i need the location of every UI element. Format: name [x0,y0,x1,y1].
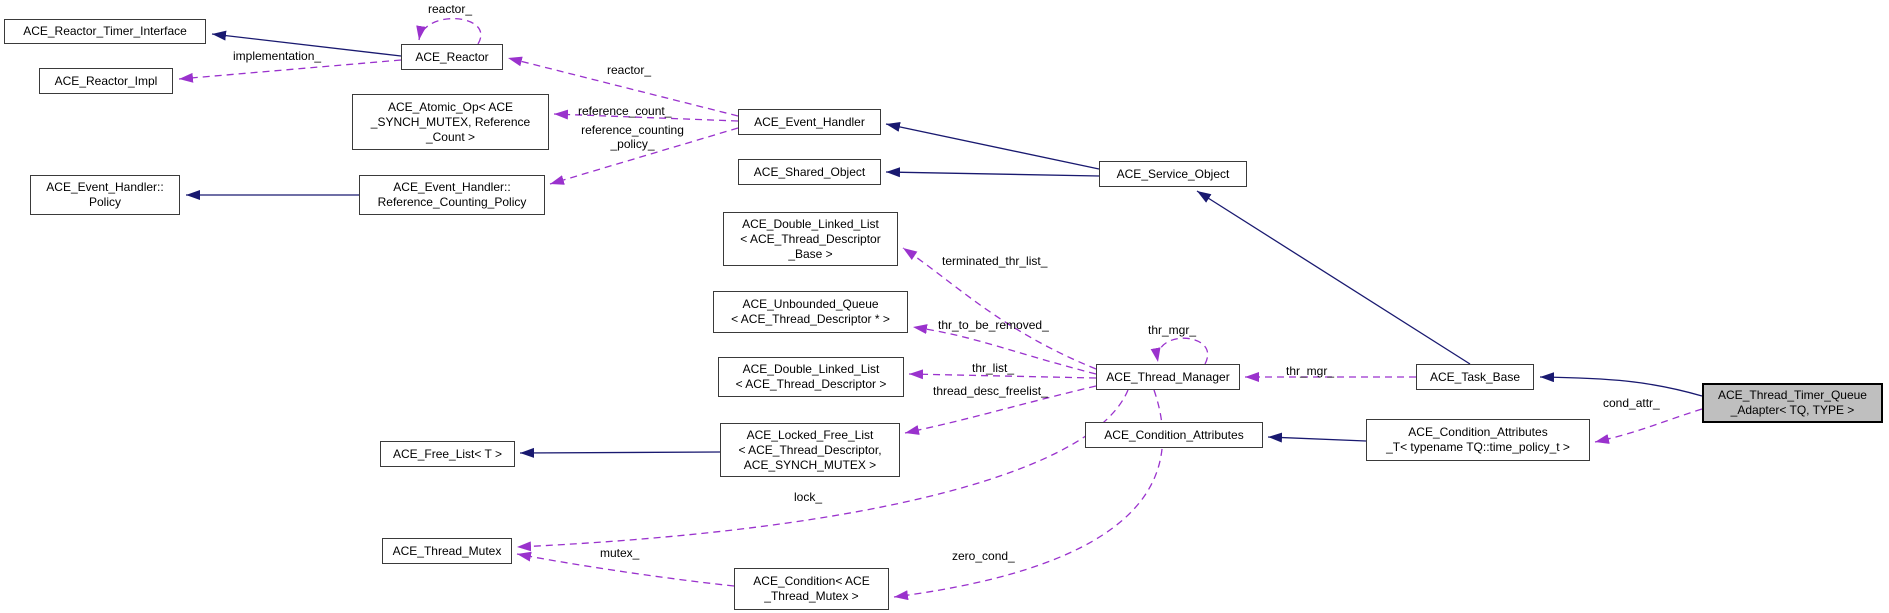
node-ace-condition-thread-mutex[interactable]: ACE_Condition< ACE _Thread_Mutex > [734,568,889,610]
node-ace-reactor-timer-interface[interactable]: ACE_Reactor_Timer_Interface [4,19,206,44]
edge-thread-manager-to-locked-free-list [904,385,1097,435]
edge-label-zero-cond: zero_cond_ [952,549,1015,563]
node-ace-unbounded-queue[interactable]: ACE_Unbounded_Queue < ACE_Thread_Descrip… [713,291,908,333]
edge-label-reactor-member: reactor_ [607,63,652,77]
edge-cond-attr-t-to-cond-attr [1267,432,1367,443]
node-ace-reactor[interactable]: ACE_Reactor [401,44,503,70]
edge-label-reference-count: reference_count_ [578,104,672,118]
node-ace-condition-attributes[interactable]: ACE_Condition_Attributes [1085,422,1263,448]
edge-service-object-to-event-handler [885,122,1100,170]
edge-event-handler-to-ref-counting-policy [549,127,739,185]
edge-adapter-to-cond-attr-t [1594,408,1703,444]
edge-task-base-to-service-object [1196,190,1471,365]
node-ace-free-list[interactable]: ACE_Free_List< T > [380,441,515,467]
edge-label-reactor-self: reactor_ [428,2,473,16]
node-ace-task-base[interactable]: ACE_Task_Base [1416,364,1534,390]
edge-locked-free-list-to-free-list [519,447,721,458]
node-ace-condition-attributes-t[interactable]: ACE_Condition_Attributes _T< typename TQ… [1366,419,1590,461]
node-ace-double-linked-list-base[interactable]: ACE_Double_Linked_List < ACE_Thread_Desc… [723,212,898,266]
edge-reactor-self-loop [416,18,482,45]
node-ace-event-handler-policy[interactable]: ACE_Event_Handler:: Policy [30,175,180,215]
edge-condition-to-thread-mutex [516,551,735,587]
edge-label-thr-to-be-removed: thr_to_be_removed_ [938,318,1049,332]
edge-label-thr-mgr-self: thr_mgr_ [1148,323,1197,337]
edge-event-handler-to-reactor [507,56,739,117]
node-ace-reactor-impl[interactable]: ACE_Reactor_Impl [39,68,173,94]
node-ace-shared-object[interactable]: ACE_Shared_Object [738,159,881,185]
edge-label-terminated-thr-list: terminated_thr_list_ [942,254,1048,268]
node-ace-locked-free-list[interactable]: ACE_Locked_Free_List < ACE_Thread_Descri… [720,423,900,477]
node-ace-atomic-op[interactable]: ACE_Atomic_Op< ACE _SYNCH_MUTEX, Referen… [352,94,549,150]
node-ace-thread-mutex[interactable]: ACE_Thread_Mutex [382,538,512,564]
node-ace-thread-timer-queue-adapter: ACE_Thread_Timer_Queue _Adapter< TQ, TYP… [1702,383,1883,423]
node-ace-service-object[interactable]: ACE_Service_Object [1099,161,1247,187]
edge-label-thread-desc-freelist: thread_desc_freelist_ [933,384,1048,398]
edge-adapter-to-task-base [1539,372,1703,397]
node-ace-event-handler[interactable]: ACE_Event_Handler [738,109,881,135]
edge-thread-manager-to-unbounded-queue [912,324,1097,375]
edge-reactor-to-reactor-impl [178,59,402,83]
node-ace-double-linked-list-descriptor[interactable]: ACE_Double_Linked_List < ACE_Thread_Desc… [718,357,904,397]
edge-label-thr-mgr-edge: thr_mgr_ [1286,364,1335,378]
edge-label-thr-list: thr_list_ [972,361,1015,375]
node-ace-thread-manager[interactable]: ACE_Thread_Manager [1096,364,1240,390]
edge-thread-manager-self-loop [1150,337,1209,365]
edge-event-handler-to-atomic-op [553,109,739,122]
edge-label-implementation: implementation_ [233,49,322,63]
edge-label-reference-counting-policy: reference_counting _policy_ [581,123,684,151]
node-ace-event-handler-reference-counting-policy[interactable]: ACE_Event_Handler:: Reference_Counting_P… [359,175,545,215]
edge-service-object-to-shared-object [885,167,1100,178]
edge-thread-manager-to-dll-base [902,247,1097,370]
edge-label-cond-attr: cond_attr_ [1603,396,1660,410]
edge-label-mutex: mutex_ [600,546,640,560]
edge-reactor-to-reactor-timer-interface [211,30,402,57]
edge-label-lock: lock_ [794,490,823,504]
